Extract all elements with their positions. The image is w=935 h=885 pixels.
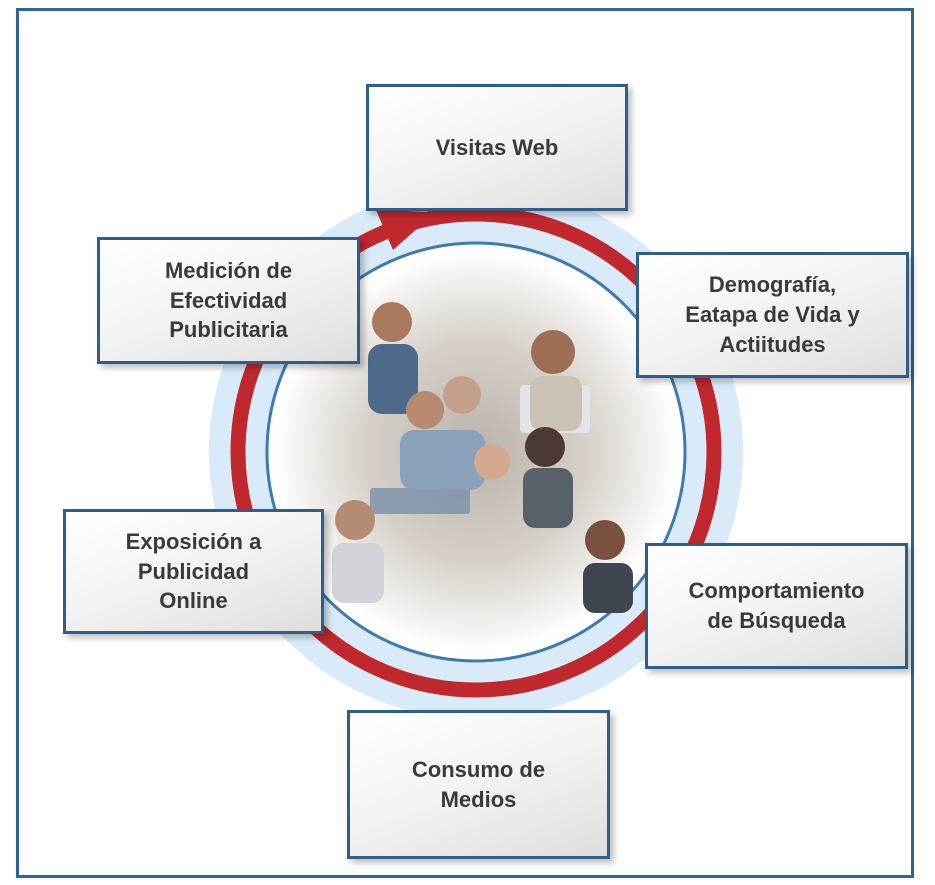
- node-label-line: Actiitudes: [719, 331, 826, 357]
- node-label-line: Demografía,: [708, 272, 837, 298]
- node-label-line: Exposición a: [125, 528, 262, 554]
- node-demografia: Demografía, Eatapa de Vida y Actiitudes: [636, 252, 909, 378]
- node-medicion-efectividad: Medición de Efectividad Publicitaria: [97, 237, 360, 364]
- node-label-line: Comportamiento: [688, 578, 865, 604]
- node-exposicion-publicidad: Exposición a Publicidad Online: [63, 509, 324, 634]
- node-label-line: Publicitaria: [169, 317, 288, 343]
- node-label-line: de Búsqueda: [707, 608, 846, 633]
- node-visitas-web: Visitas Web: [366, 84, 628, 211]
- node-label-line: Publicidad: [137, 558, 250, 584]
- node-label-line: Medios: [440, 786, 517, 812]
- node-label-line: Medición de: [164, 257, 293, 283]
- node-label-line: Visitas Web: [435, 134, 559, 160]
- cycle-arrowhead: [376, 210, 436, 250]
- node-label-line: Eatapa de Vida y: [685, 302, 860, 328]
- people-photo-collage: [276, 252, 676, 652]
- node-label-line: Consumo de: [411, 756, 546, 782]
- node-label-line: Online: [159, 588, 228, 614]
- node-comportamiento-busqueda: Comportamiento de Búsqueda: [645, 543, 908, 669]
- node-label-line: Efectividad: [169, 287, 288, 313]
- red-cycle-ring: [230, 206, 722, 698]
- node-consumo-medios: Consumo de Medios: [347, 710, 610, 859]
